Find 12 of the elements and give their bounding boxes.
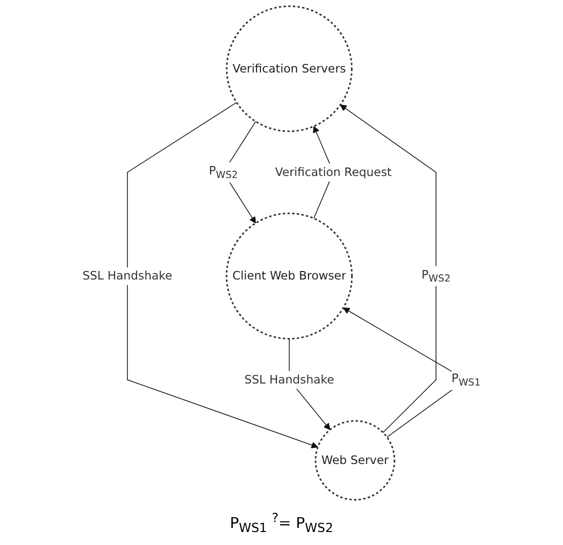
edge-label: P$_{WS1}$: [452, 371, 480, 388]
arrow: [340, 104, 436, 433]
arrow: [126, 102, 318, 448]
edge-label: P$_{WS2}$: [208, 164, 238, 180]
edge-label: SSL Handshake: [82, 268, 172, 283]
node-circle: Web Server: [314, 420, 396, 501]
equation-text: P$_{WS1}$ $^{?}$= P$_{WS2}$: [230, 510, 334, 535]
edge-label: P$_{WS2}$: [422, 268, 450, 284]
node-circle: Client Web Browser: [226, 212, 353, 340]
edge-label: Verification Request: [275, 165, 392, 180]
edge-label: SSL Handshake: [244, 372, 334, 387]
node-circle: Verification Servers: [226, 5, 353, 132]
